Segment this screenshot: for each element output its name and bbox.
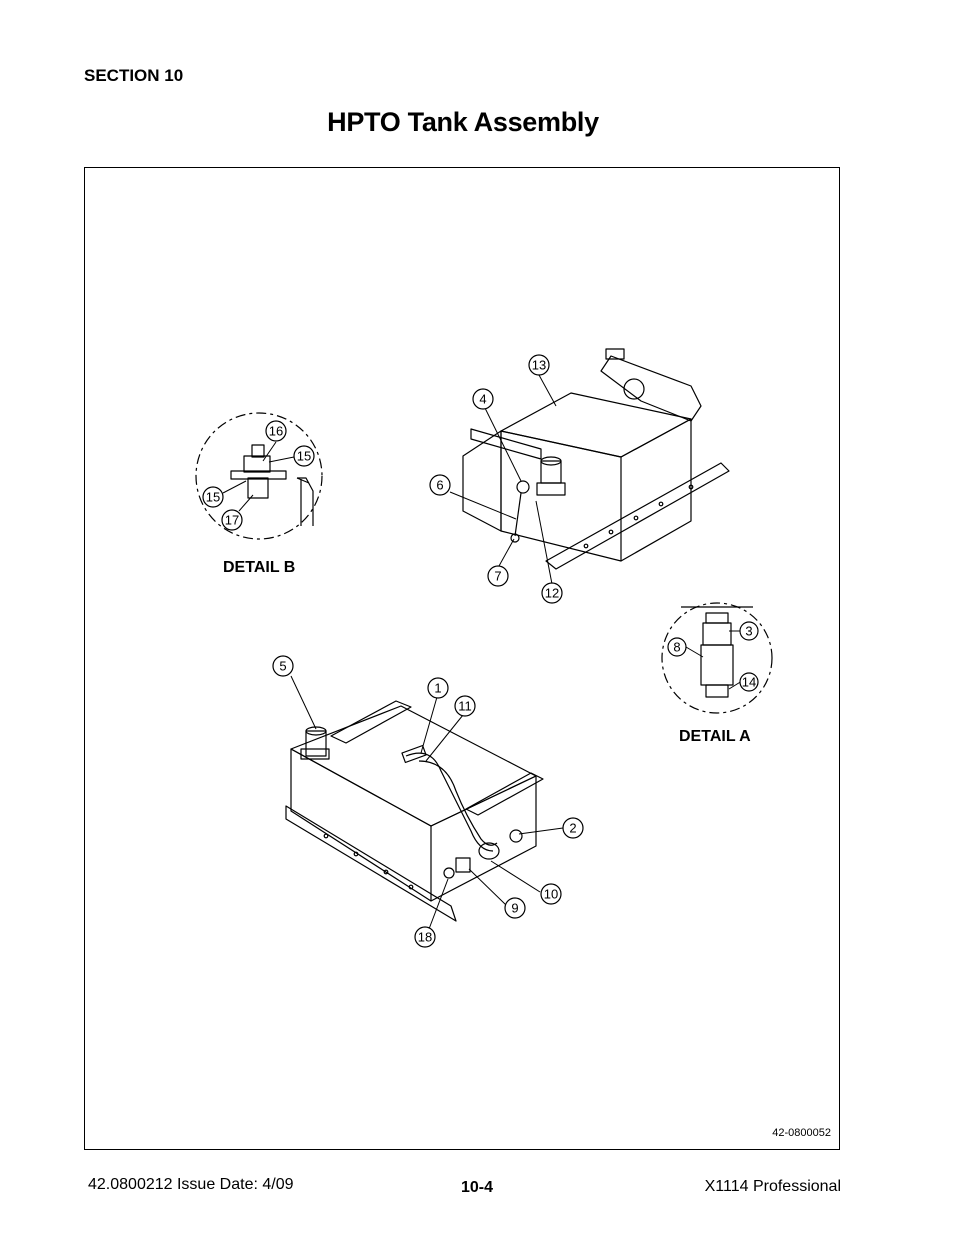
- callout-12: 12: [541, 582, 563, 604]
- figure-frame: 13 4 6 7 12 16 15 15 17 3 8 14 5 1 11 2 …: [84, 167, 840, 1150]
- callout-13: 13: [528, 354, 550, 376]
- svg-text:7: 7: [494, 569, 501, 584]
- svg-text:4: 4: [479, 392, 486, 407]
- svg-text:1: 1: [434, 681, 441, 696]
- callout-17: 17: [221, 509, 243, 531]
- callout-7: 7: [487, 565, 509, 587]
- footer-page-number: 10-4: [460, 1179, 494, 1196]
- callout-18: 18: [414, 926, 436, 948]
- detail-b-label: DETAIL B: [223, 559, 295, 576]
- callout-16: 16: [265, 420, 287, 442]
- callout-1: 1: [427, 677, 449, 699]
- svg-text:16: 16: [269, 424, 283, 439]
- svg-text:2: 2: [569, 821, 576, 836]
- svg-text:10: 10: [544, 887, 558, 902]
- upper-tank: [462, 348, 730, 570]
- callout-9: 9: [504, 897, 526, 919]
- svg-text:12: 12: [545, 586, 559, 601]
- callout-14: 14: [739, 672, 759, 692]
- svg-text:9: 9: [511, 901, 518, 916]
- svg-text:11: 11: [458, 699, 472, 714]
- callout-6: 6: [429, 474, 451, 496]
- callout-15-lower: 15: [202, 486, 224, 508]
- footer-doc-issue: 42.0800212 Issue Date: 4/09: [88, 1176, 294, 1193]
- callout-10: 10: [540, 883, 562, 905]
- svg-text:3: 3: [745, 624, 752, 639]
- svg-text:13: 13: [532, 358, 546, 373]
- svg-text:15: 15: [297, 449, 311, 464]
- detail-a-view: [661, 602, 773, 714]
- footer-model: X1114 Professional: [704, 1178, 841, 1195]
- callout-8: 8: [667, 637, 687, 657]
- callout-11: 11: [454, 695, 476, 717]
- callout-4: 4: [472, 388, 494, 410]
- svg-text:15: 15: [206, 490, 220, 505]
- svg-text:6: 6: [436, 478, 443, 493]
- section-heading: SECTION 10: [84, 66, 184, 85]
- lower-tank: [285, 700, 544, 922]
- callout-15-upper: 15: [293, 445, 315, 467]
- page-title: HPTO Tank Assembly: [327, 107, 599, 137]
- svg-text:8: 8: [673, 640, 680, 655]
- svg-text:14: 14: [742, 675, 756, 690]
- detail-b-view: [195, 412, 323, 540]
- detail-a-label: DETAIL A: [679, 728, 751, 745]
- callout-2: 2: [562, 817, 584, 839]
- svg-text:18: 18: [418, 930, 432, 945]
- svg-text:5: 5: [279, 659, 286, 674]
- svg-text:17: 17: [225, 513, 239, 528]
- callout-3: 3: [739, 621, 759, 641]
- drawing-number: 42-0800052: [772, 1127, 831, 1139]
- hpto-tank-drawing: 13 4 6 7 12 16 15 15 17 3 8 14 5 1 11 2 …: [195, 348, 773, 948]
- callout-5: 5: [272, 655, 294, 677]
